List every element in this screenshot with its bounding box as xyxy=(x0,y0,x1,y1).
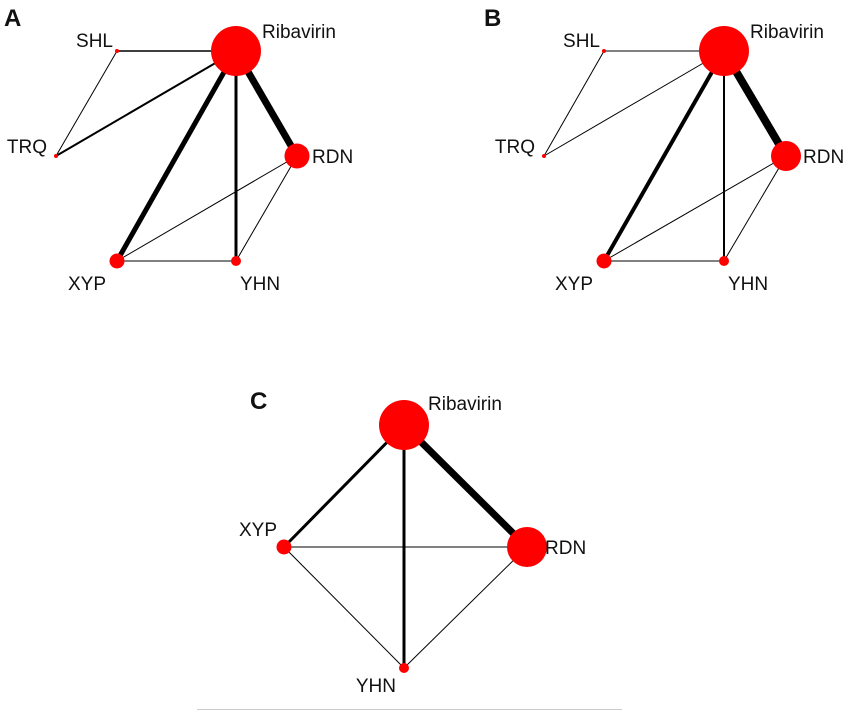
node-label-b-trq: TRQ xyxy=(495,137,535,158)
node-label-b-yhn: YHN xyxy=(728,274,768,295)
node-a-xyp xyxy=(109,253,125,269)
node-a-ribavirin xyxy=(211,26,261,76)
panel-c-label: C xyxy=(250,388,267,415)
edge-a-rdn-yhn xyxy=(235,155,298,262)
node-c-xyp xyxy=(276,539,292,555)
edge-a-ribavirin-xyp xyxy=(114,49,239,263)
node-label-a-rdn: RDN xyxy=(312,147,353,168)
bottom-divider xyxy=(197,709,622,710)
node-b-rdn xyxy=(771,141,801,171)
node-label-c-rdn: RDN xyxy=(545,538,586,559)
edge-c-ribavirin-xyp xyxy=(282,423,406,549)
edge-c-rdn-yhn xyxy=(403,546,528,669)
node-c-ribavirin xyxy=(379,400,429,450)
node-label-b-shl: SHL xyxy=(563,31,600,52)
node-label-a-ribavirin: Ribavirin xyxy=(262,22,336,43)
node-c-rdn xyxy=(507,527,547,567)
node-label-a-yhn: YHN xyxy=(240,274,280,295)
edge-b-ribavirin-trq xyxy=(543,50,725,157)
node-b-shl xyxy=(602,49,606,53)
node-a-shl xyxy=(115,49,119,53)
node-label-a-trq: TRQ xyxy=(7,137,47,158)
panel-b: B Ribavirin SHL TRQ RDN XYP YHN xyxy=(484,5,844,295)
node-a-yhn xyxy=(231,256,241,266)
edge-a-rdn-xyp xyxy=(116,155,298,262)
edge-a-shl-trq xyxy=(55,50,118,157)
panel-b-label: B xyxy=(484,5,501,32)
edge-b-ribavirin-xyp xyxy=(602,50,726,262)
panel-a: A Ribavirin SHL TRQ RDN XYP YHN xyxy=(4,5,353,295)
node-b-yhn xyxy=(719,256,729,266)
edge-b-shl-trq xyxy=(543,50,605,157)
edge-c-ribavirin-rdn xyxy=(401,422,530,550)
node-label-b-rdn: RDN xyxy=(803,147,844,168)
edge-a-ribavirin-trq xyxy=(55,50,237,157)
panel-a-label: A xyxy=(4,5,21,32)
node-a-trq xyxy=(54,154,58,158)
edge-b-rdn-xyp xyxy=(603,155,787,262)
node-label-a-shl: SHL xyxy=(76,31,113,52)
edge-b-rdn-yhn xyxy=(723,155,787,262)
node-a-rdn xyxy=(284,143,310,169)
node-label-c-ribavirin: Ribavirin xyxy=(428,394,502,415)
node-label-c-yhn: YHN xyxy=(356,676,396,697)
node-label-c-xyp: XYP xyxy=(239,520,277,541)
node-c-yhn xyxy=(399,663,409,673)
node-b-xyp xyxy=(596,253,612,269)
node-label-b-ribavirin: Ribavirin xyxy=(750,22,824,43)
edge-c-xyp-yhn xyxy=(283,546,405,669)
node-label-b-xyp: XYP xyxy=(555,274,593,295)
node-b-trq xyxy=(542,154,546,158)
node-b-ribavirin xyxy=(699,26,749,76)
node-label-a-xyp: XYP xyxy=(68,274,106,295)
